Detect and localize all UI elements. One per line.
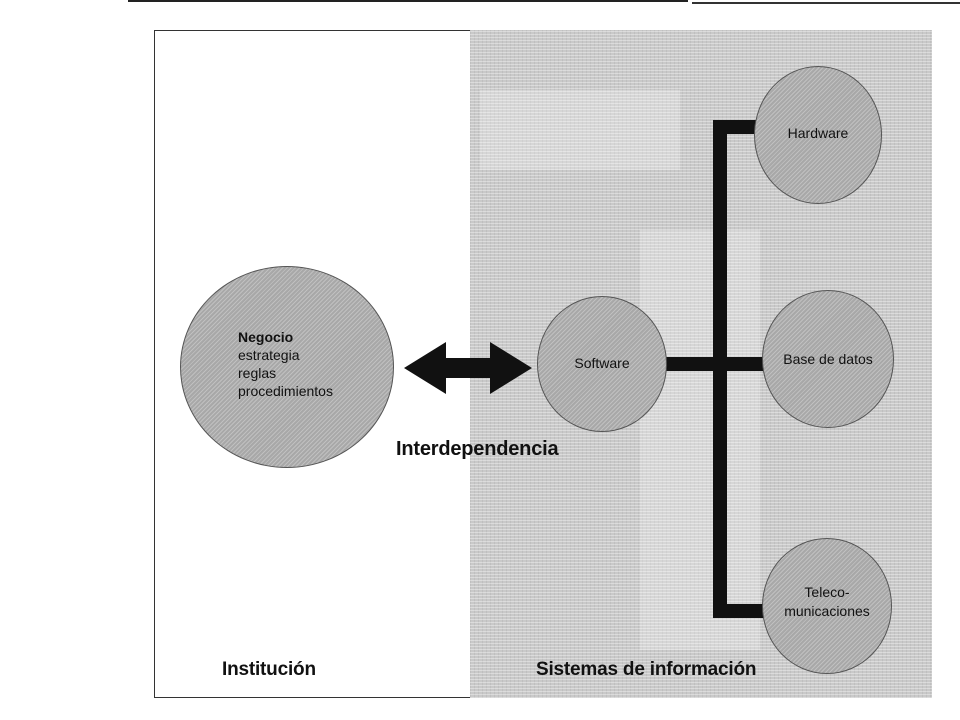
negocio-text: Negocio estrategia reglas procedimientos: [238, 328, 333, 400]
negocio-circle: [180, 266, 394, 468]
database-circle: [762, 290, 894, 428]
negocio-item: estrategia: [238, 347, 300, 363]
top-rule-right: [692, 2, 960, 4]
software-label: Software: [574, 355, 630, 371]
background-texture: [640, 230, 760, 650]
top-rule: [128, 0, 688, 2]
negocio-item: reglas: [238, 365, 277, 381]
bracket-bottom-arm: [713, 604, 769, 618]
interdependence-label: Interdependencia: [396, 438, 559, 460]
telecom-label-line: Teleco-: [804, 584, 850, 600]
connector-software-database: [660, 357, 770, 371]
telecom-circle: [762, 538, 892, 674]
information-systems-label: Sistemas de información: [536, 659, 757, 680]
negocio-title: Negocio: [238, 329, 294, 345]
telecom-label: Teleco- municaciones: [762, 583, 892, 621]
negocio-item: procedimientos: [238, 383, 333, 399]
institution-label: Institución: [222, 659, 316, 680]
hardware-circle: [754, 66, 882, 204]
double-arrow-icon: [404, 342, 532, 394]
software-circle: [537, 296, 667, 432]
telecom-label-line: municaciones: [784, 603, 870, 619]
bracket-top-arm: [713, 120, 761, 134]
hardware-label: Hardware: [787, 125, 849, 141]
background-texture: [480, 90, 680, 170]
database-label: Base de datos: [783, 351, 873, 367]
